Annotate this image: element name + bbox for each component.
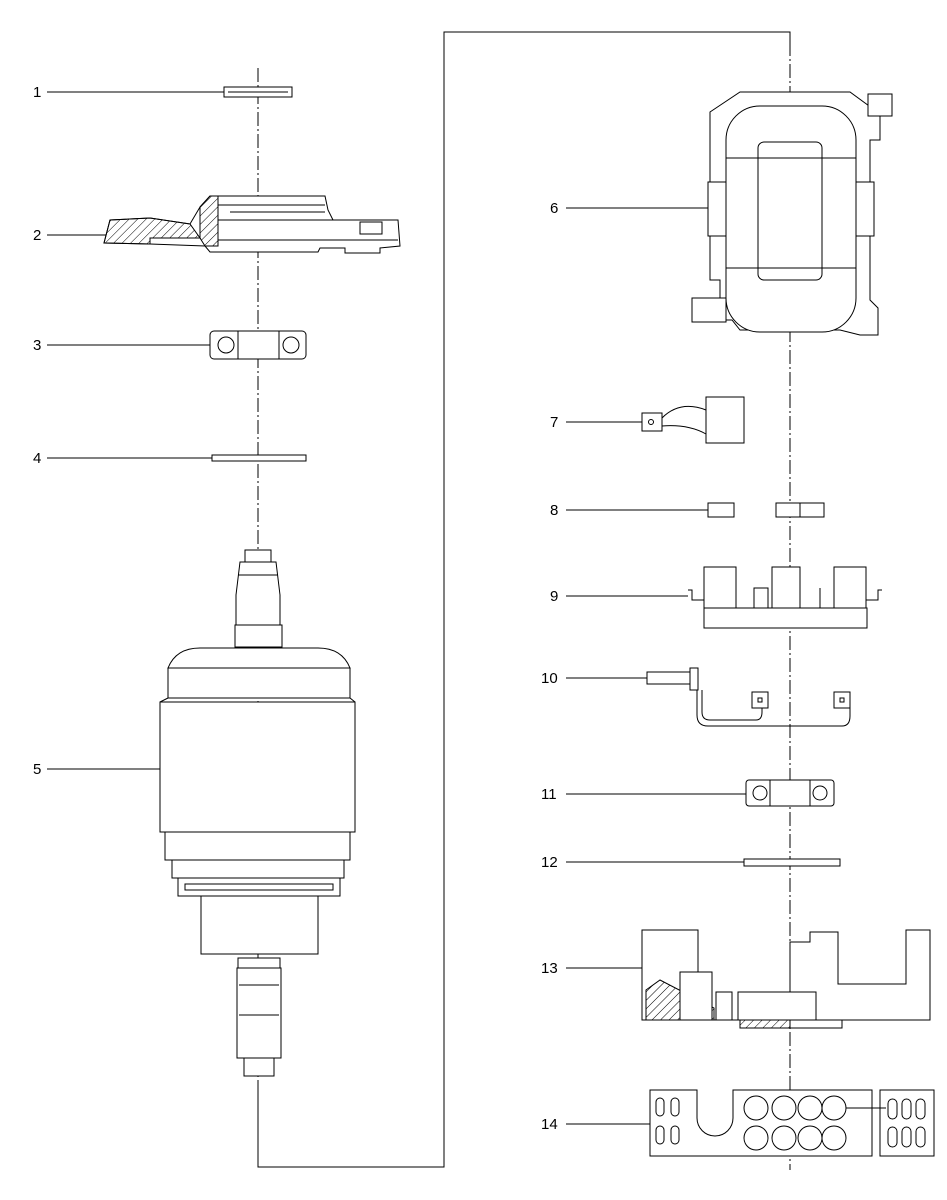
callout-1: 1 <box>33 84 41 101</box>
part-2-bracket <box>103 195 401 254</box>
part-14-insulator-plates <box>649 1089 935 1157</box>
column-connector-line <box>257 31 791 1168</box>
callout-13: 13 <box>541 960 558 977</box>
part-4-washer <box>211 454 307 462</box>
part-13-end-housing <box>641 929 931 1029</box>
callout-8: 8 <box>550 502 558 519</box>
callout-12: 12 <box>541 854 558 871</box>
part-5-motor <box>159 549 356 1077</box>
callout-4: 4 <box>33 450 41 467</box>
part-8-blocks <box>707 502 825 518</box>
part-12-washer <box>743 858 841 867</box>
callout-7: 7 <box>550 414 558 431</box>
part-7-brush <box>641 396 745 444</box>
callout-5: 5 <box>33 761 41 778</box>
part-10-terminal-leads <box>646 667 851 727</box>
part-1-plate <box>223 86 293 98</box>
callout-2: 2 <box>33 227 41 244</box>
part-11-bearing <box>745 779 835 807</box>
callout-3: 3 <box>33 337 41 354</box>
callout-11: 11 <box>541 786 557 803</box>
part-3-bearing <box>209 330 307 360</box>
part-6-coil-frame <box>691 91 893 336</box>
callout-14: 14 <box>541 1116 558 1133</box>
callout-6: 6 <box>550 200 558 217</box>
callout-10: 10 <box>541 670 558 687</box>
callout-9: 9 <box>550 588 558 605</box>
part-9-brush-holder <box>688 566 882 629</box>
